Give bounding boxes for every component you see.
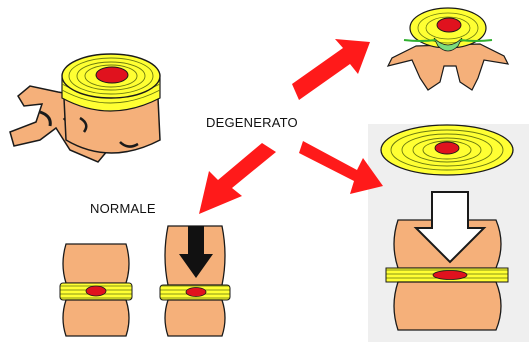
red-arrows xyxy=(199,39,383,214)
compressed-disc-segment xyxy=(160,226,230,336)
arrow-to-normal-view xyxy=(199,143,276,214)
herniated-disc-top-view xyxy=(388,8,508,90)
arrow-to-herniated-view xyxy=(292,39,370,100)
degenerated-disc-illustration xyxy=(381,125,513,330)
vertebra-with-disc-illustration xyxy=(10,54,160,162)
normal-disc-segment xyxy=(60,244,132,336)
arrow-to-degenerated-panel xyxy=(299,141,383,194)
